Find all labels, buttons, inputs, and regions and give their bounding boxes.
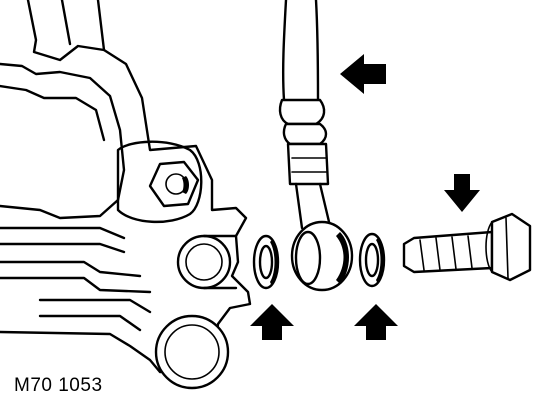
bolt-collar: [485, 221, 493, 273]
hex-nut: [148, 160, 200, 208]
housing-inner-contour: [0, 84, 106, 142]
hose-left-edge: [281, 0, 288, 102]
union-port-bore: [185, 243, 223, 281]
washer-shade: [270, 240, 278, 286]
housing-edge: [96, 0, 106, 52]
arrow-up-icon: [250, 304, 294, 340]
hose-ferrule: [282, 122, 328, 146]
housing-edge: [60, 0, 72, 46]
union-port-sides: [202, 234, 238, 290]
brake-hose: [278, 0, 354, 292]
hose-neck: [294, 182, 332, 230]
housing-rib: [0, 276, 152, 294]
housing-inner-contour: [0, 62, 126, 220]
hose-crimp-lines: [291, 157, 327, 173]
banjo-bolt: [402, 212, 532, 282]
housing-rib: [0, 242, 126, 254]
washer-hole: [258, 244, 274, 280]
lower-boss-inner: [164, 324, 220, 380]
sealing-washer-left: [252, 234, 280, 290]
lower-boss: [154, 314, 230, 390]
banjo-bore: [294, 230, 322, 286]
banjo-shade: [336, 232, 349, 284]
hex-nut-shade: [182, 176, 189, 194]
washer-hole: [364, 242, 380, 278]
hose-ferrule: [278, 98, 326, 126]
housing: [0, 0, 252, 390]
housing-rib: [0, 226, 126, 240]
arrow-down-icon: [444, 174, 480, 212]
bolt-thread: [419, 235, 473, 271]
housing-outline: [0, 0, 252, 374]
housing-rib: [38, 298, 152, 314]
housing-boss: [116, 140, 203, 224]
bolt-head: [490, 212, 532, 282]
hose-crimp: [286, 142, 330, 186]
arrow-up-icon: [354, 304, 398, 340]
hose-right-edge: [314, 0, 320, 102]
arrow-left-icon: [340, 54, 386, 94]
washer-shade: [376, 238, 384, 284]
bolt-head-edge: [505, 217, 509, 279]
sealing-washer-right: [358, 232, 386, 288]
bolt-shank: [402, 230, 494, 274]
housing-rib: [0, 260, 142, 278]
housing-rib: [38, 314, 142, 332]
figure-reference-code: M70 1053: [14, 375, 103, 396]
